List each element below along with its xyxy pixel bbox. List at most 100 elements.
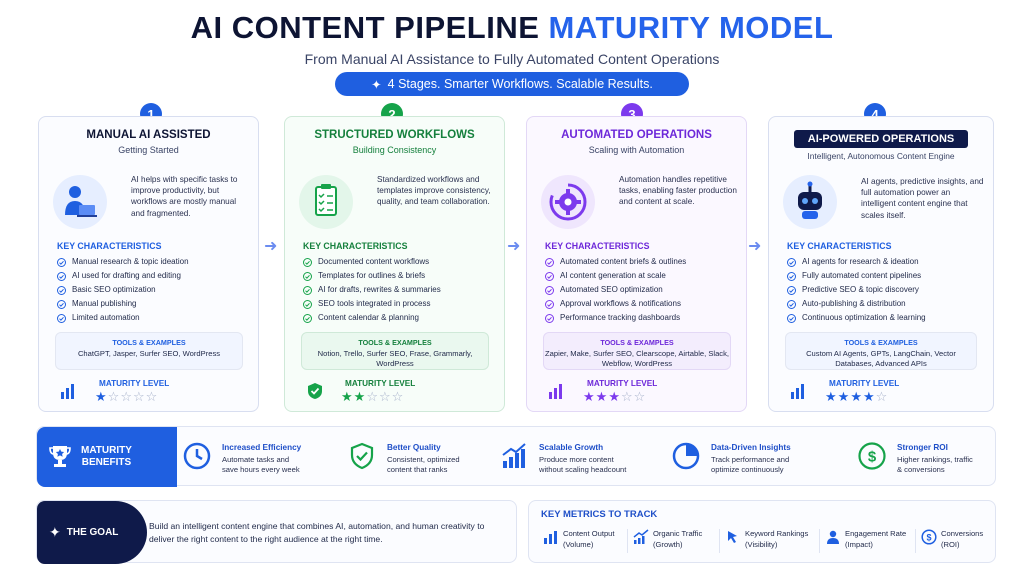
- growth-chart-icon: [502, 443, 526, 468]
- metric-item: Engagement Rate (Impact): [825, 527, 917, 559]
- check-icon: [57, 257, 66, 267]
- check-icon: [57, 285, 66, 295]
- maturity-label: MATURITY LEVEL: [99, 379, 170, 388]
- check-icon: [787, 271, 796, 281]
- star-empty-icon: ☆: [145, 389, 159, 404]
- star-empty-icon: ☆: [107, 389, 121, 404]
- star-empty-icon: ☆: [620, 389, 634, 404]
- trend-icon: [633, 529, 649, 544]
- maturity-stars: ★★☆☆☆: [341, 389, 404, 405]
- list-item: Documented content workflows: [303, 255, 441, 269]
- list-item: AI used for drafting and editing: [57, 269, 189, 283]
- benefit-item: Data-Driven Insights Track performance a…: [671, 427, 831, 487]
- tagline-pill: ✦ 4 Stages. Smarter Workflows. Scalable …: [335, 72, 689, 96]
- metric-item: Keyword Rankings (Visibility): [725, 527, 817, 559]
- page-title: AI CONTENT PIPELINE MATURITY MODEL: [0, 10, 1024, 46]
- benefit-item: $ Stronger ROI Higher rankings, traffic&…: [857, 427, 1017, 487]
- star-empty-icon: ☆: [366, 389, 379, 404]
- stage-description: Standardized workflows and templates imp…: [377, 175, 491, 207]
- maturity-stars: ★★★★☆: [825, 389, 888, 405]
- check-icon: [545, 299, 554, 309]
- list-item: AI content generation at scale: [545, 269, 686, 283]
- shield-check-icon: [350, 442, 374, 470]
- key-characteristics-heading: KEY CHARACTERISTICS: [57, 241, 162, 251]
- tools-list: ChatGPT, Jasper, Surfer SEO, WordPress: [77, 349, 221, 358]
- tools-box: TOOLS & EXAMPLES Notion, Trello, Surfer …: [301, 332, 489, 370]
- title-main: AI CONTENT PIPELINE: [190, 10, 540, 45]
- check-icon: [303, 299, 312, 309]
- star-empty-icon: ☆: [633, 389, 647, 404]
- dollar-icon: $: [921, 529, 937, 545]
- check-icon: [303, 257, 312, 267]
- list-item: Limited automation: [57, 311, 189, 325]
- bar-chart-icon: [791, 384, 804, 399]
- list-item: Basic SEO optimization: [57, 283, 189, 297]
- key-metrics-panel: KEY METRICS TO TRACK Content Output (Vol…: [528, 500, 996, 563]
- stage-description: AI helps with specific tasks to improve …: [131, 175, 238, 218]
- list-item: Continuous optimization & learning: [787, 311, 926, 325]
- check-icon: [787, 299, 796, 309]
- metric-item: $ Conversions (ROI): [921, 527, 993, 559]
- check-icon: [545, 257, 554, 267]
- maturity-label: MATURITY LEVEL: [587, 379, 658, 388]
- tools-list: Notion, Trello, Surfer SEO, Frase, Gramm…: [317, 349, 473, 368]
- maturity-level: MATURITY LEVEL ★★☆☆☆: [301, 377, 491, 407]
- stage-title: MANUAL AI ASSISTED: [86, 129, 211, 141]
- maturity-label: MATURITY LEVEL: [345, 379, 416, 388]
- star-filled-icon: ★: [825, 389, 838, 404]
- maturity-label: MATURITY LEVEL: [829, 379, 900, 388]
- list-item: SEO tools integrated in process: [303, 297, 441, 311]
- list-item: Templates for outlines & briefs: [303, 269, 441, 283]
- tools-heading: TOOLS & EXAMPLES: [358, 338, 432, 347]
- star-filled-icon: ★: [595, 389, 609, 404]
- check-icon: [787, 313, 796, 323]
- cursor-icon: [728, 531, 737, 543]
- bar-chart-icon: [544, 531, 557, 544]
- star-filled-icon: ★: [95, 389, 108, 404]
- metric-item: Organic Traffic (Growth): [633, 527, 725, 559]
- clock-icon: [183, 442, 211, 470]
- chevron-right-icon: ➜: [748, 238, 762, 255]
- divider: [627, 529, 628, 553]
- check-icon: [545, 313, 554, 323]
- tools-box: TOOLS & EXAMPLES ChatGPT, Jasper, Surfer…: [55, 332, 243, 370]
- star-filled-icon: ★: [862, 389, 876, 404]
- tools-list: Custom AI Agents, GPTs, LangChain, Vecto…: [806, 349, 956, 368]
- bar-chart-icon: [61, 384, 74, 399]
- sparkle-icon: ✦: [49, 524, 61, 540]
- stage-description: AI agents, predictive insights, and full…: [861, 177, 984, 220]
- check-icon: [303, 271, 312, 281]
- list-item: Automated SEO optimization: [545, 283, 686, 297]
- stage-card-1: MANUAL AI ASSISTED Getting Started AI he…: [38, 116, 259, 412]
- maturity-stars: ★☆☆☆☆: [95, 389, 158, 405]
- svg-text:$: $: [926, 532, 931, 542]
- stage-subtitle: Scaling with Automation: [588, 145, 685, 155]
- star-empty-icon: ☆: [875, 389, 889, 404]
- star-empty-icon: ☆: [391, 389, 405, 404]
- tools-heading: TOOLS & EXAMPLES: [112, 338, 186, 347]
- characteristics-list: Manual research & topic ideation AI used…: [57, 255, 189, 325]
- list-item: AI agents for research & ideation: [787, 255, 926, 269]
- person-laptop-icon: [53, 175, 107, 229]
- star-filled-icon: ★: [353, 389, 367, 404]
- divider: [719, 529, 720, 553]
- characteristics-list: Documented content workflows Templates f…: [303, 255, 441, 325]
- tagline-text: 4 Stages. Smarter Workflows. Scalable Re…: [387, 77, 653, 91]
- title-accent: MATURITY MODEL: [548, 10, 834, 45]
- list-item: Content calendar & planning: [303, 311, 441, 325]
- check-icon: [787, 285, 796, 295]
- key-characteristics-heading: KEY CHARACTERISTICS: [545, 241, 650, 251]
- stage-subtitle: Intelligent, Autonomous Content Engine: [807, 151, 955, 161]
- bar-chart-icon: [549, 384, 562, 399]
- tools-box: TOOLS & EXAMPLES Zapier, Make, Surfer SE…: [543, 332, 731, 370]
- star-empty-icon: ☆: [120, 389, 133, 404]
- key-characteristics-heading: KEY CHARACTERISTICS: [303, 241, 408, 251]
- page-subtitle: From Manual AI Assistance to Fully Autom…: [304, 51, 720, 67]
- tools-box: TOOLS & EXAMPLES Custom AI Agents, GPTs,…: [785, 332, 977, 370]
- metric-item: Content Output (Volume): [543, 527, 635, 559]
- check-icon: [545, 285, 554, 295]
- check-icon: [787, 257, 796, 267]
- maturity-level: MATURITY LEVEL ★☆☆☆☆: [55, 377, 245, 407]
